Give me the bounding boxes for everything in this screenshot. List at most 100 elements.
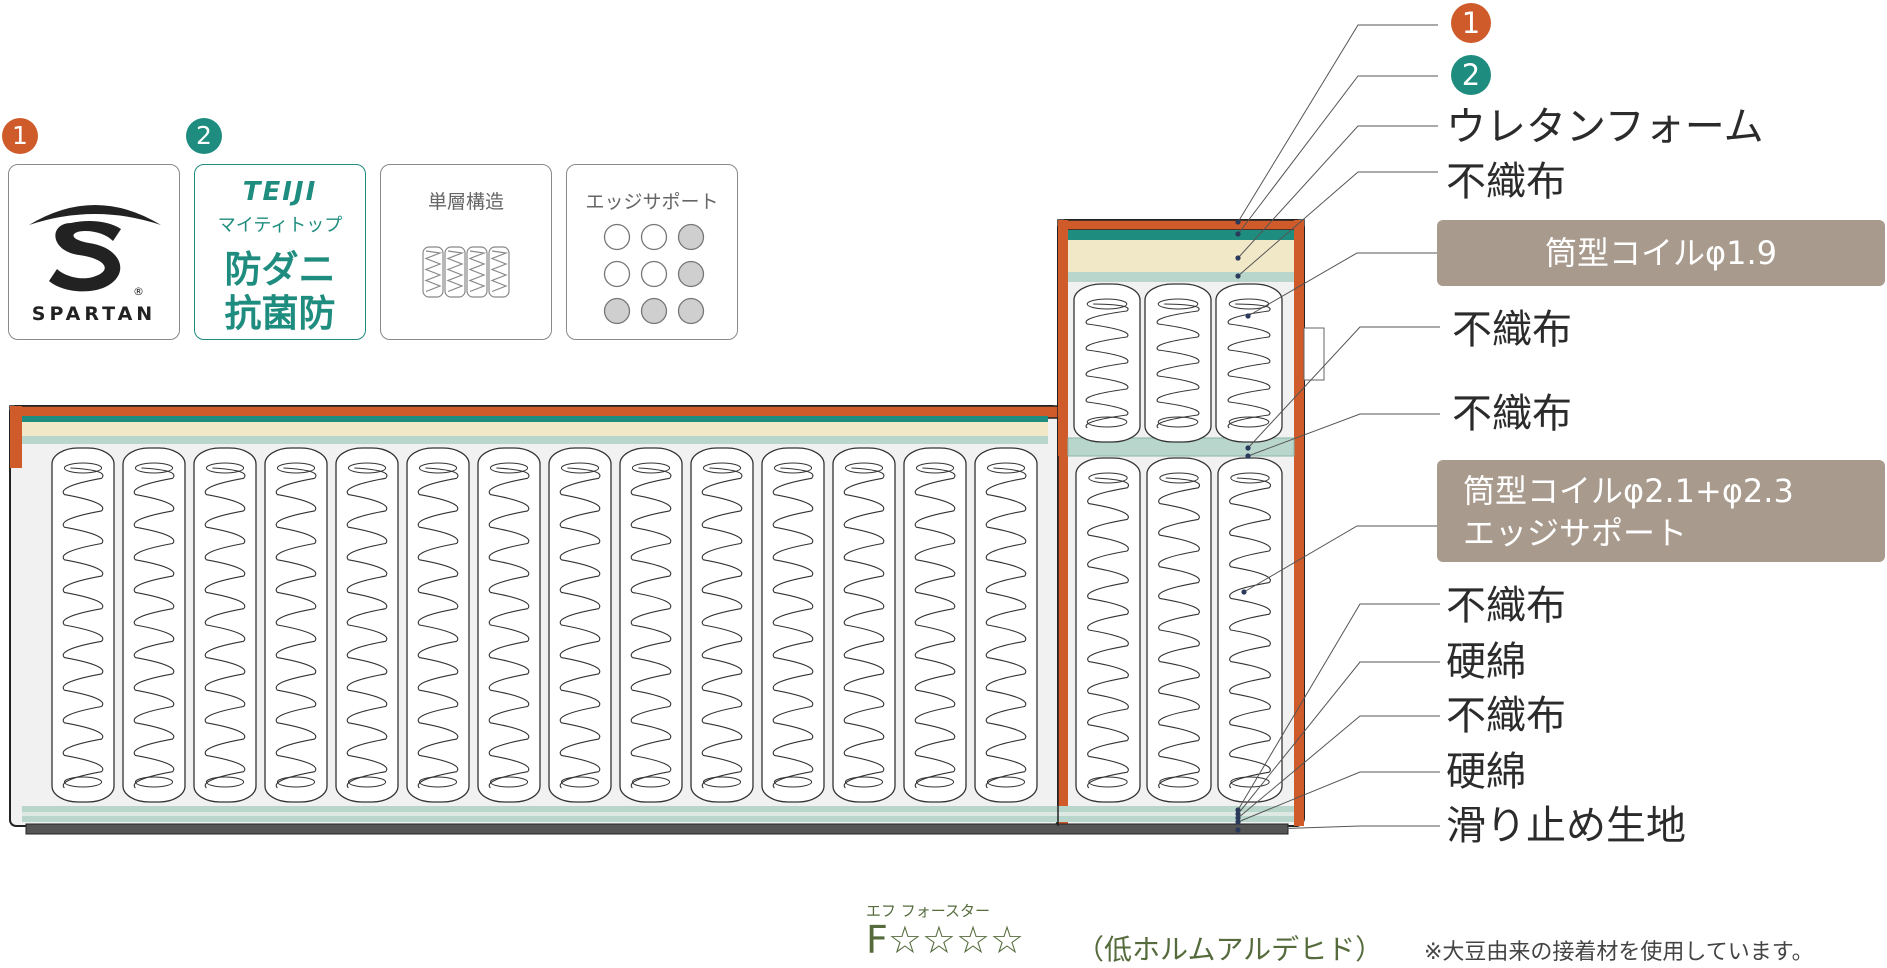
coil-end — [347, 462, 387, 474]
coil-spring — [417, 467, 459, 789]
coil-spring — [346, 467, 388, 789]
leader-line — [1237, 75, 1438, 235]
mini-coil-spring — [446, 250, 465, 293]
coil-end — [844, 462, 884, 474]
coil-spring — [62, 467, 104, 789]
coil-spring — [1156, 303, 1200, 429]
leader-dot — [1235, 807, 1241, 813]
label-nonwoven-1: 不織布 — [1446, 159, 1566, 205]
leader-line — [1247, 252, 1437, 317]
coil-end — [1088, 472, 1128, 484]
label-nonwoven-2: 不織布 — [1452, 307, 1572, 353]
coil-end — [915, 462, 955, 474]
teiji-brand: TEIJI — [242, 177, 318, 207]
coil-pocket — [1146, 457, 1212, 803]
badge-2: 2 — [186, 118, 222, 154]
coil-end — [560, 776, 600, 788]
coil-end — [773, 776, 813, 788]
leader-dot — [1235, 219, 1241, 225]
edge-coil-dot — [677, 260, 705, 288]
coil-end — [276, 462, 316, 474]
label-nonwoven-3: 不織布 — [1452, 391, 1572, 437]
mini-coil — [466, 246, 488, 298]
cover-right-left-side — [1058, 220, 1068, 826]
coil-end — [134, 776, 174, 788]
edge-coil-dot — [677, 297, 705, 325]
non-slip-base — [25, 823, 1289, 835]
teal-layer-left — [22, 416, 1048, 422]
coil-end — [1230, 472, 1270, 484]
coil-spring — [204, 467, 246, 789]
tag-large-coil-line1: 筒型コイルφ2.1+φ2.3 — [1463, 472, 1794, 510]
label-felt-2: 硬綿 — [1446, 749, 1526, 795]
mini-coil — [444, 246, 466, 298]
leader-dot — [1245, 313, 1251, 319]
card-edge-support: エッジサポート — [566, 164, 738, 340]
coil-end — [986, 776, 1026, 788]
bottom-felt — [22, 812, 1294, 816]
bottom-nonwoven-2 — [22, 816, 1294, 822]
coil-end — [63, 776, 103, 788]
coil-spring — [275, 467, 317, 789]
inner-coil-dot — [603, 260, 631, 288]
leader-dot — [1235, 815, 1241, 821]
edge-support-title: エッジサポート — [585, 191, 719, 213]
leader-dot — [1235, 827, 1241, 833]
footer-grade: F☆☆☆☆ — [866, 918, 1025, 962]
coil-spring — [1229, 477, 1271, 789]
coil-spring — [1158, 477, 1200, 789]
urethane-right — [1068, 240, 1294, 272]
teiji-product: マイティトップ — [217, 215, 343, 236]
coil-pocket — [406, 447, 470, 803]
side-tab — [1303, 327, 1325, 381]
coil-spring — [133, 467, 175, 789]
coil-end — [1086, 416, 1128, 428]
coil-pocket — [335, 447, 399, 803]
leader-line — [1237, 125, 1438, 259]
coil-end — [134, 462, 174, 474]
coil-end — [915, 776, 955, 788]
leader-line — [1247, 326, 1440, 449]
spartan-logo-icon — [29, 205, 161, 292]
coil-end — [1230, 776, 1270, 788]
badge-2-right: 2 — [1451, 55, 1491, 95]
coil-end — [205, 462, 245, 474]
registered-mark: ® — [133, 285, 144, 298]
coil-pocket — [974, 447, 1038, 803]
coil-end — [1088, 776, 1128, 788]
mini-coil-spring — [468, 250, 487, 293]
teiji-line2: 防ダニ — [224, 248, 336, 291]
coil-end — [489, 462, 529, 474]
card-teiji: TEIJI マイティトップ 防ダニ 抗菌防 — [194, 164, 366, 340]
coil-spring — [914, 467, 956, 789]
leader-line — [1237, 825, 1440, 831]
label-nonwoven-4: 不織布 — [1446, 583, 1566, 629]
coil-spring — [985, 467, 1027, 789]
mini-coil — [488, 246, 510, 298]
leader-line — [1237, 171, 1438, 277]
coil-pocket — [832, 447, 896, 803]
leader-lines — [1235, 24, 1440, 833]
mini-coil-spring — [490, 250, 509, 293]
large-coils — [51, 447, 1283, 803]
leader-line — [1237, 603, 1440, 811]
card-single-layer: 単層構造 — [380, 164, 552, 340]
coil-spring — [488, 467, 530, 789]
coil-spring — [1087, 477, 1129, 789]
tag-large-coil: 筒型コイルφ2.1+φ2.3 エッジサポート — [1437, 460, 1885, 562]
coil-pocket — [548, 447, 612, 803]
card-spartan: ® SPARTAN — [8, 164, 180, 340]
edge-support-dots-icon — [603, 223, 705, 325]
coil-end — [1157, 298, 1199, 310]
coil-pocket — [1075, 457, 1141, 803]
coil-icon — [422, 246, 510, 298]
leader-dot — [1235, 819, 1241, 825]
leader-line — [1243, 525, 1437, 593]
coil-end — [702, 462, 742, 474]
single-layer-title: 単層構造 — [427, 191, 504, 213]
leader-dot — [1235, 811, 1241, 817]
coil-pocket — [690, 447, 754, 803]
coil-end — [418, 462, 458, 474]
coil-end — [1159, 776, 1199, 788]
coil-spring — [701, 467, 743, 789]
